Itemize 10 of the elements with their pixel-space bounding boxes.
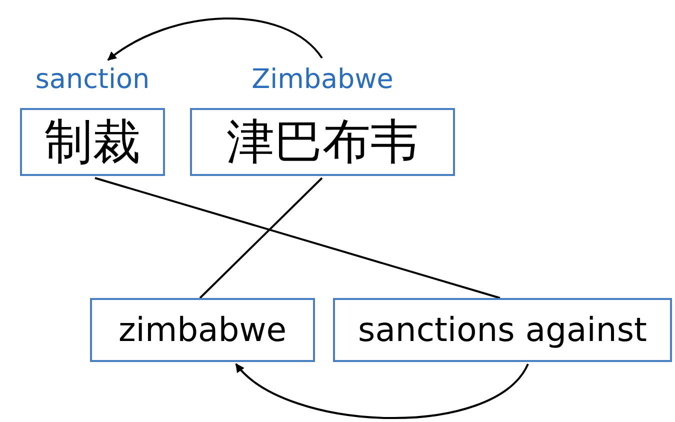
arrow — [107, 18, 323, 61]
word-box: 制裁 — [20, 108, 165, 176]
word-box: sanctions against — [333, 298, 672, 362]
word-box: zimbabwe — [90, 298, 315, 362]
connector-line — [94, 177, 500, 299]
gloss-label: Zimbabwe — [250, 63, 394, 97]
word-box: 津巴布韦 — [190, 108, 455, 176]
connector-line — [199, 177, 323, 299]
arrow — [235, 363, 529, 419]
gloss-label: sanction — [34, 63, 151, 97]
